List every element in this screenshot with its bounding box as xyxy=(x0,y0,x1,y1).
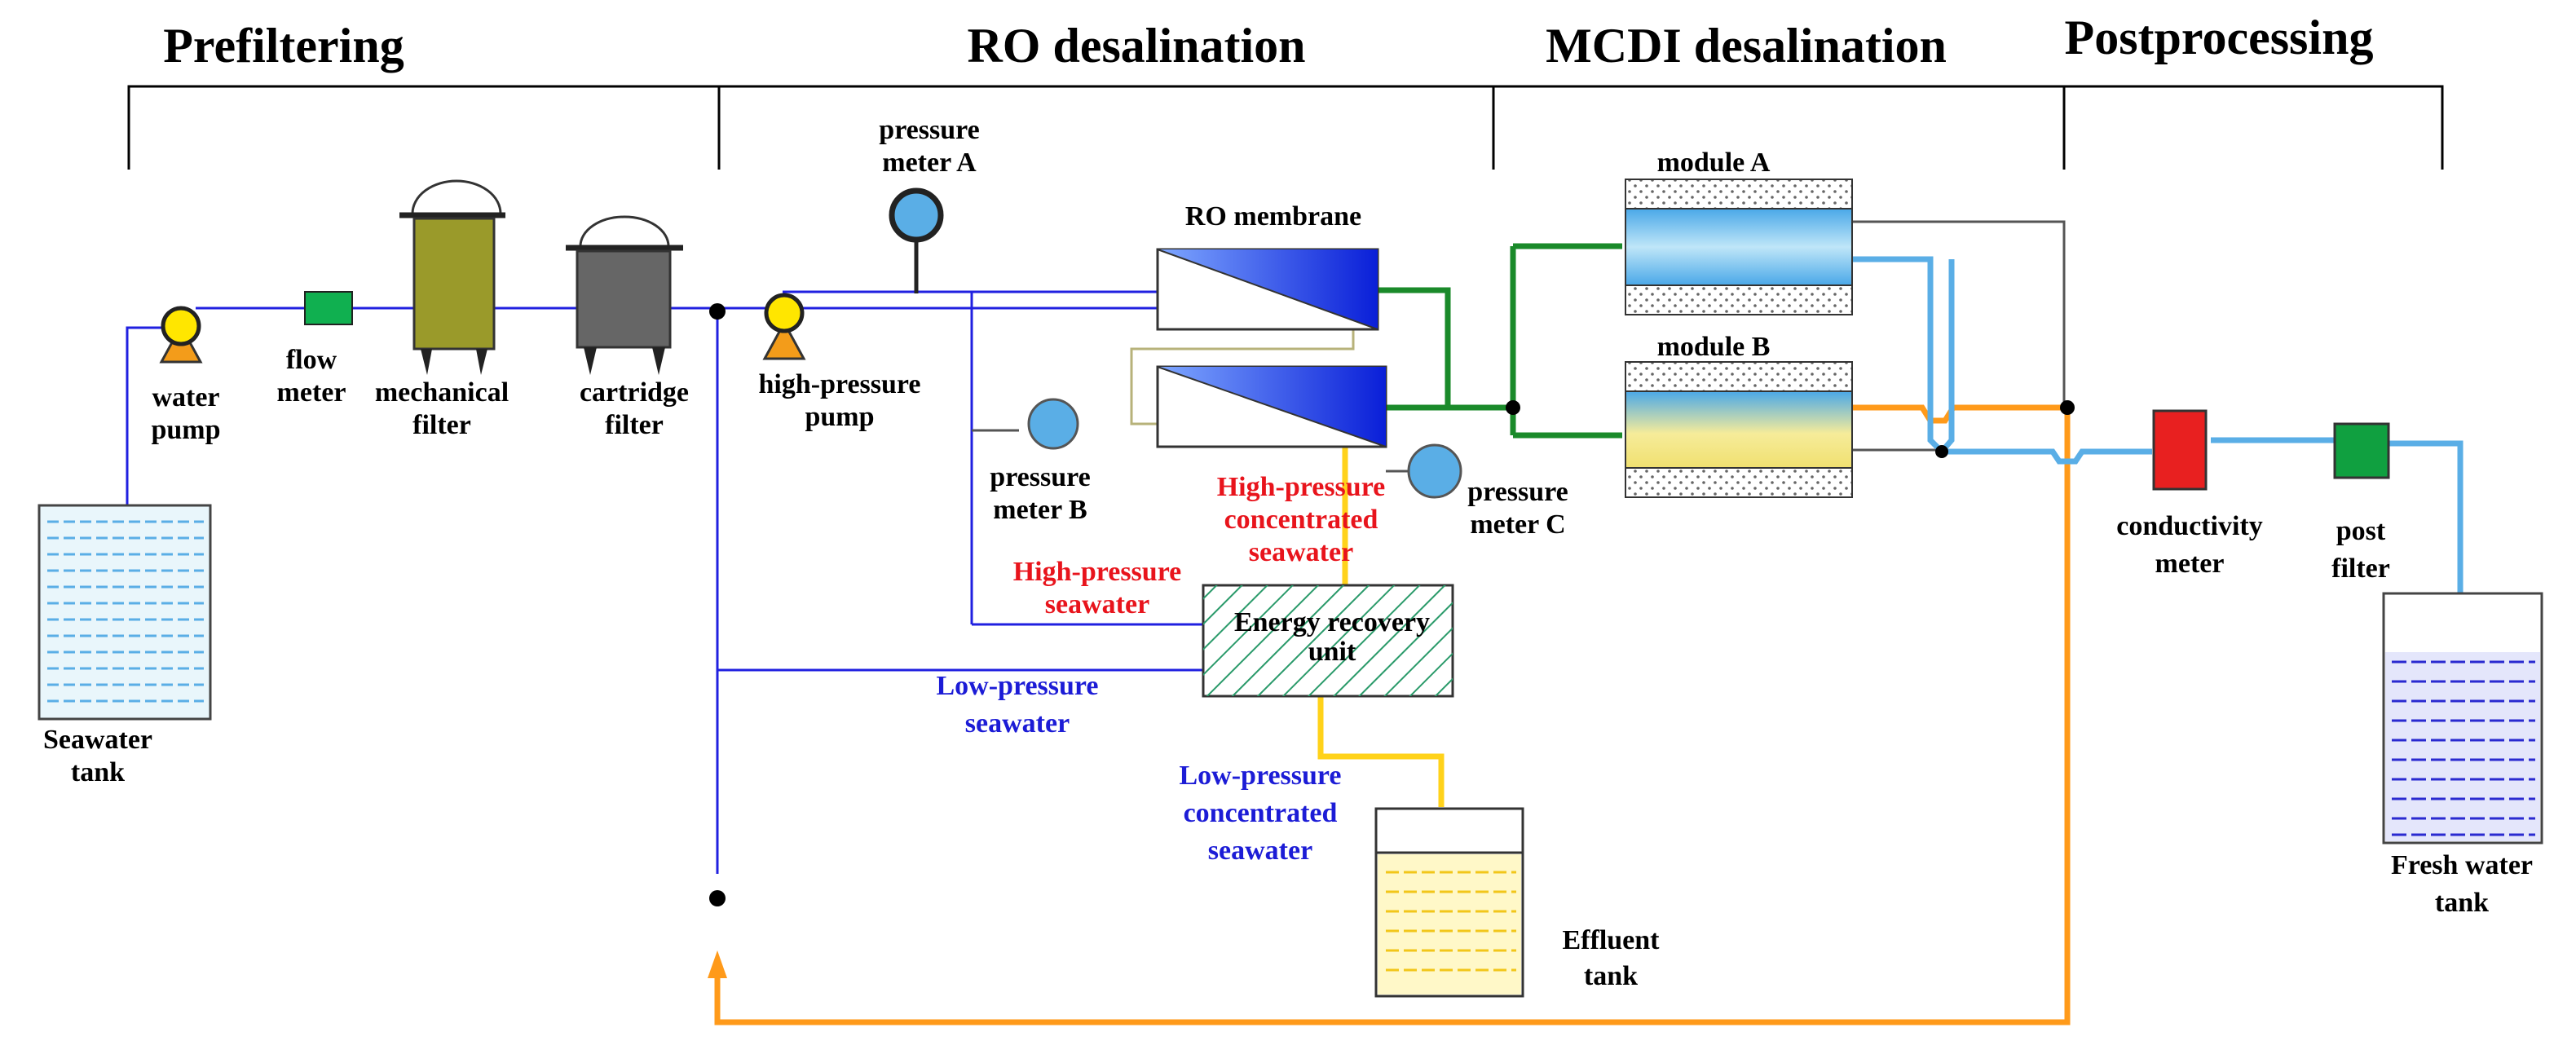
fresh-water-tank xyxy=(2382,592,2543,845)
post-filter xyxy=(2333,422,2390,479)
section-brackets xyxy=(127,85,2444,170)
mechanical-filter xyxy=(399,179,505,375)
module-a-label: module A xyxy=(1657,148,1771,178)
permeate-pipes xyxy=(1378,243,1622,439)
section-ro-title: RO desalination xyxy=(967,19,1305,73)
junction-dots xyxy=(709,303,2075,906)
water-pump xyxy=(159,306,203,364)
effluent-tank xyxy=(1374,807,1524,998)
mcdi-module-b xyxy=(1625,361,1853,498)
ro-membrane-lower xyxy=(1156,365,1387,448)
flow-meter xyxy=(304,291,353,325)
ro-membrane-label: RO membrane xyxy=(1185,201,1361,232)
seawater-tank xyxy=(37,504,212,721)
pressure-meter-b xyxy=(1027,398,1079,450)
conductivity-meter xyxy=(2152,409,2208,491)
section-headers: Prefiltering RO desalination MCDI desali… xyxy=(163,11,2373,73)
cartridge-filter xyxy=(566,215,683,375)
fresh-water-pipes xyxy=(1852,256,2464,593)
high-pressure-pump xyxy=(762,293,806,360)
ro-interstage-pipe xyxy=(1130,329,1355,426)
mcdi-module-a xyxy=(1625,179,1853,315)
section-post-title: Postprocessing xyxy=(2065,11,2374,64)
pressure-meter-c xyxy=(1407,443,1462,499)
section-prefiltering-title: Prefiltering xyxy=(163,19,404,73)
energy-recovery-unit xyxy=(1202,584,1454,698)
return-arrow-icon xyxy=(708,950,727,978)
ro-membrane-upper xyxy=(1156,248,1379,331)
section-mcdi-title: MCDI desalination xyxy=(1546,19,1947,73)
low-pressure-pipes xyxy=(126,290,1203,874)
concentrate-pipes xyxy=(1317,447,1445,807)
brine-return-pipes xyxy=(714,404,2071,1025)
pressure-meter-a xyxy=(889,187,944,293)
module-b-label: module B xyxy=(1657,332,1771,362)
